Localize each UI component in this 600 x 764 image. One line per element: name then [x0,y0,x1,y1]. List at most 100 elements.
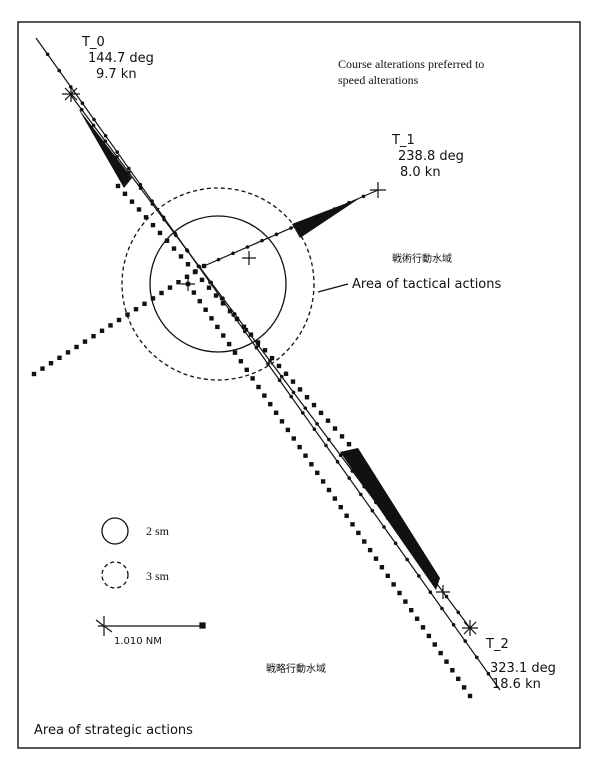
t2-dotted-track [285,427,291,433]
t0-avoid-tick [385,516,390,520]
t0-track-tick [92,117,96,122]
t0-dotted-track [304,395,310,400]
t0-speed-label: 9.7 kn [96,67,137,82]
t0-track-tick [57,68,61,73]
t0-avoid-tick [91,123,96,128]
t0-start-marker [62,86,80,102]
t0-dotted-track [178,254,184,259]
t0-avoid-tick [315,422,319,426]
t2-dotted-track [350,522,355,527]
track-tick-marks [45,52,491,676]
t2-dotted-track [467,693,473,699]
t2-dotted-track [344,513,349,518]
t0-dotted-track [227,308,233,314]
t0-avoid-tick [209,280,213,285]
t0-track-tick [463,639,468,643]
t1-dotted-track [184,274,190,279]
t2-dotted-track [438,650,443,656]
t1-start-marker [370,182,386,198]
t0-dotted-track [171,246,177,251]
tactical-area-jp: 戦術行動水域 [392,252,452,265]
t1-dotted-track [167,285,173,290]
t0-avoid-tick [432,579,437,583]
t0-track-tick [335,460,340,464]
t0-dotted-track [297,387,303,392]
t0-avoid-tick [350,469,355,473]
t0-avoid-tick [268,359,272,363]
t0-track-tick [428,590,433,594]
t2-dotted-track [221,333,226,338]
t0-avoid-tick [115,155,119,159]
t0-dotted-track [185,262,191,267]
t1-track-tick [231,251,235,256]
tactical-leader-line [317,283,349,293]
t1-speed-label: 8.0 kn [400,165,441,180]
t0-dotted-track [332,426,338,431]
t0-dotted-track [318,410,324,416]
t2-dotted-track [209,316,214,321]
course-note-line1: Course alterations preferred to [338,57,484,71]
t1-dotted-track [82,339,88,344]
t0-dotted-track [129,199,135,204]
t0-avoid-tick [244,327,249,332]
t2-dotted-track [279,419,285,424]
t2-dotted-track [432,642,437,647]
t0-dotted-track [283,371,289,376]
t0-dotted-track [346,441,352,447]
t0-track-tick [138,182,143,187]
t0-avoid-tick [421,563,425,567]
t0-track-tick [417,574,421,578]
t0-avoid-tick [444,594,449,599]
t2-dotted-track [450,668,455,673]
t2-dotted-track [379,565,385,570]
t0-course-label: 144.7 deg [88,51,154,66]
t0-track-tick [324,443,328,448]
t2-dotted-track [444,659,449,664]
t0-track-tick [277,378,282,383]
t2-dotted-track [244,367,249,373]
t1-dotted-track [40,366,45,371]
t1-track-tick [303,219,308,224]
t1-dotted-track [142,301,147,306]
strategic-area-en: Area of strategic actions [34,723,193,738]
t2-dotted-track [315,470,320,476]
t0-track-tick [103,134,108,138]
t2-dotted-track [232,350,238,355]
t0-avoid-tick [327,437,331,442]
t0-track-tick [312,427,317,432]
t0-avoid-tick [456,610,461,615]
t0-dotted-track [115,183,121,189]
t1-track-tick [347,200,351,205]
t0-dotted-track [234,316,240,322]
t0-avoid-tick [303,406,308,410]
t1-dotted-track [31,371,37,377]
t0-track-tick [127,166,131,171]
t0-track-tick [347,476,352,480]
t2-dotted-track [338,504,343,510]
t2-dotted-track [409,607,414,613]
t1-course-label: 238.8 deg [398,149,464,164]
t1-track-tick [245,245,250,249]
t1-dotted-track [133,307,139,312]
t1-track-tick [216,257,221,262]
t1-dotted-track [91,334,96,339]
t0-dotted-track [206,285,212,290]
t1-dotted-track [159,290,164,296]
t2-course-label: 323.1 deg [490,661,556,676]
t0-dotted-track [213,293,219,298]
t0-dotted-track [164,238,170,243]
t0-track-tick [301,411,305,415]
t1-dotted-track [108,323,113,328]
t0-dotted-track [255,340,261,345]
t0-dotted-track [353,449,359,455]
t1-dotted-track [150,296,156,301]
t0-dotted-track [136,207,142,212]
cpa-marker-a [181,277,195,291]
t0-track-tick [115,150,119,154]
t1-dotted-track [57,355,62,360]
tactical-circle-3sm [121,187,315,381]
t0-avoid-tick [197,264,202,269]
t1-track-tick [289,226,293,230]
t2-dotted-track [385,573,390,579]
